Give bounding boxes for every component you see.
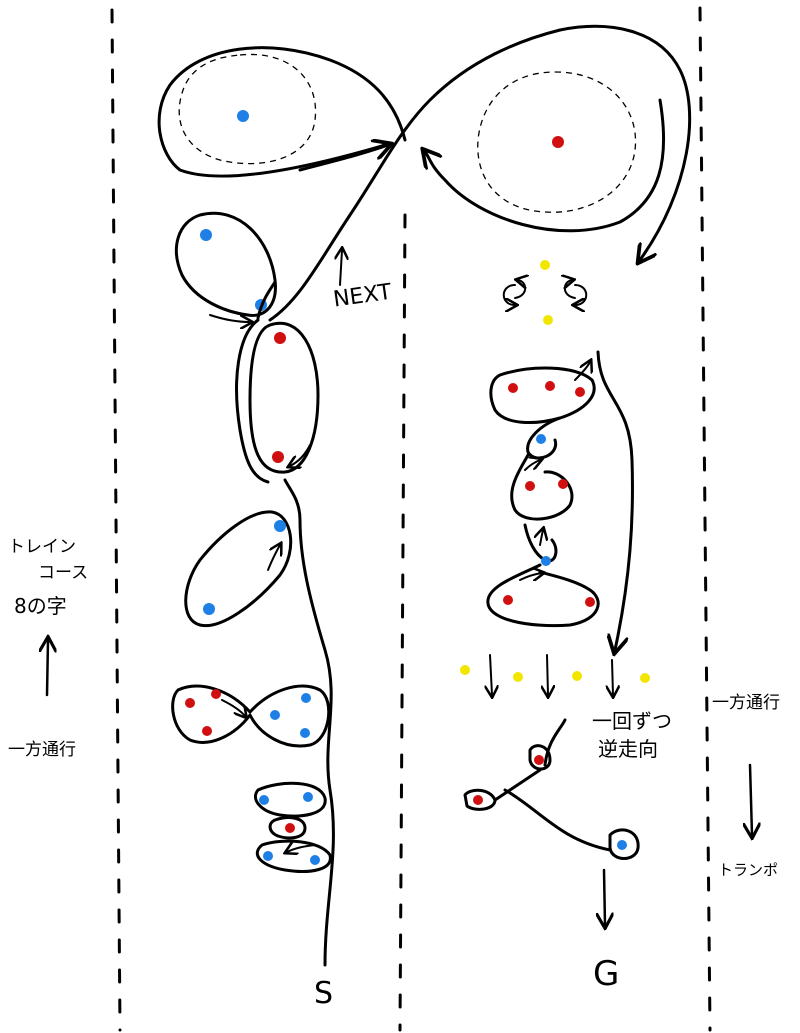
figure-eight-right-dashed-ring <box>477 71 637 213</box>
middle-lane-slalom-arrow-4 <box>519 573 542 580</box>
blue-cone <box>617 840 627 850</box>
down-arrow-icon <box>604 868 605 925</box>
red-cone <box>185 698 195 708</box>
figure-eight-left-dashed-ring <box>178 53 317 165</box>
blue-cone <box>259 795 269 805</box>
middle-lane-return-path <box>596 350 634 650</box>
red-cone <box>202 726 212 736</box>
left-lane-stack-middle <box>268 816 307 840</box>
blue-cone <box>263 851 273 861</box>
right-oneway-label: 一方通行 <box>712 693 780 713</box>
blue-cone <box>301 693 311 703</box>
red-cone <box>274 332 286 344</box>
middle-lane-slalom-arrow-2 <box>524 460 540 471</box>
yellow-cone <box>540 260 550 270</box>
left-course-label-line-1: トレイン <box>8 537 76 557</box>
figure-eight-right-loop <box>425 98 666 233</box>
left-lane-arrow-1 <box>209 314 250 322</box>
red-cone <box>503 595 513 605</box>
left-course-label-line-2: コース <box>38 563 88 583</box>
red-cone <box>534 755 544 765</box>
up-arrow-icon <box>47 640 48 697</box>
left-lane-arrow-2 <box>290 444 311 466</box>
up-arrow-icon <box>340 250 342 286</box>
left-oneway-label: 一方通行 <box>8 740 76 760</box>
right-trampoline-label: トランポ <box>718 861 778 879</box>
blue-cone <box>300 728 310 738</box>
yellow-cone <box>543 315 553 325</box>
left-lane-arrow-3 <box>267 545 280 571</box>
blue-cone <box>274 520 286 532</box>
red-cone <box>545 381 555 391</box>
middle-lane-tag-top <box>528 718 567 771</box>
blue-cone <box>270 710 280 720</box>
rotate-arrows-icon <box>502 280 588 305</box>
left-course-label-line-3: 8の字 <box>14 594 67 618</box>
yellow-cone <box>640 673 650 683</box>
down-arrow-icon <box>490 654 492 695</box>
lane-divider-left <box>110 8 122 1032</box>
red-cone <box>558 479 568 489</box>
middle-lane-slalom-arrow-3 <box>540 530 543 546</box>
left-lane-arrow-4 <box>221 699 245 716</box>
red-cone <box>272 451 284 463</box>
figure-eight-crossing-path <box>268 24 692 322</box>
middle-lane-slalom-arrows <box>574 362 590 381</box>
blue-cone <box>541 556 551 566</box>
middle-note-line-1: 一回ずつ <box>592 709 672 733</box>
down-arrow-icon <box>612 659 613 695</box>
start-label: S <box>314 976 333 1011</box>
red-cone <box>575 387 585 397</box>
yellow-cone <box>513 672 523 682</box>
blue-cone <box>203 603 215 615</box>
lane-divider-middle <box>398 213 407 1032</box>
blue-cone <box>303 792 313 802</box>
red-cone <box>585 597 595 607</box>
lane-divider-right <box>698 6 712 1032</box>
middle-lane-tag-right <box>503 788 640 860</box>
red-cone <box>508 383 518 393</box>
left-lane-oval-2 <box>248 321 320 474</box>
left-lane-path-from-start <box>283 478 335 967</box>
left-lane-path-upper <box>256 280 277 320</box>
red-cone <box>525 481 535 491</box>
left-lane-stack-top <box>254 781 327 818</box>
blue-cone <box>536 434 546 444</box>
figure-eight-left-loop <box>157 46 407 178</box>
red-cone <box>211 689 221 699</box>
yellow-cone <box>572 671 582 681</box>
blue-cone <box>200 229 212 241</box>
left-lane-small-figure-eight <box>171 684 331 748</box>
down-arrow-icon <box>750 763 752 835</box>
blue-cone <box>310 855 320 865</box>
middle-note-line-2: 逆走向 <box>598 737 658 761</box>
down-arrow-icon <box>547 654 548 695</box>
figure-eight-left-return-arrow <box>298 145 388 172</box>
goal-label: G <box>593 954 619 994</box>
red-cone <box>285 823 295 833</box>
middle-lane-slalom <box>486 416 600 628</box>
red-cone <box>473 795 483 805</box>
left-lane-oval-2-outer <box>235 318 270 484</box>
middle-lane-tag-left <box>463 768 542 811</box>
blue-cone <box>237 110 249 122</box>
left-lane-arrow-5 <box>287 845 316 852</box>
yellow-cone <box>460 665 470 675</box>
red-cone <box>552 136 564 148</box>
left-lane-oval-3 <box>184 510 293 628</box>
